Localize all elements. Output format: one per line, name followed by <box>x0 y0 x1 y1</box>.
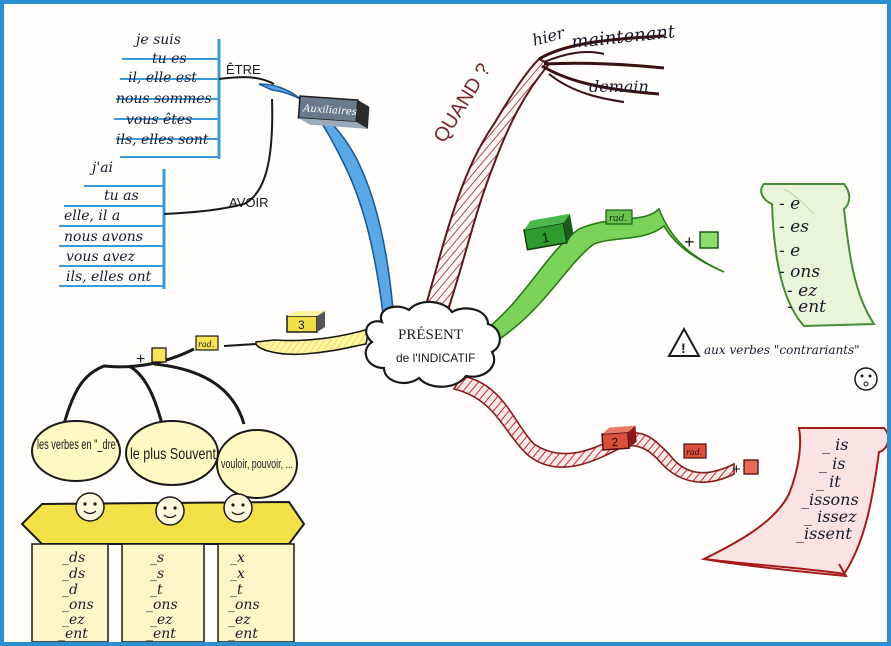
etre-form-6: ils, elles sont <box>116 132 209 148</box>
group1-ending-4: - ons <box>779 262 820 282</box>
group3-bubble-3-shape <box>216 429 298 499</box>
group3-col2-ending-1: _s <box>150 550 164 566</box>
group3-bubble-3-text: vouloir, pouvoir, ... <box>221 456 293 471</box>
group2-ending-1: _ is <box>822 435 848 454</box>
group3-col3-ending-4: _ons <box>228 597 260 613</box>
etre-branch: ÊTRE je suis tu es il, elle est nous som… <box>114 32 395 323</box>
group2-suffix-piece <box>743 459 759 475</box>
group3-column-2-panel <box>121 543 205 642</box>
svg-text:!: ! <box>681 340 686 356</box>
etre-form-3: il, elle est <box>128 70 197 86</box>
group1-branch: 1 rad. + - e - es - e - ons - ez - ent !… <box>472 183 878 391</box>
avoir-form-3: elle, il a <box>64 208 120 224</box>
avoir-form-2: tu as <box>104 188 139 204</box>
group3-col3-ending-6: _ent <box>228 626 258 642</box>
etre-form-2: tu es <box>152 51 187 67</box>
group3-col2-ending-3: _t <box>150 582 163 598</box>
group2-ending-6: _issent <box>796 524 852 543</box>
group3-number: 3 <box>298 318 305 332</box>
group3-plus: + <box>136 351 145 368</box>
center-node: PRÉSENT de l'INDICATIF <box>364 300 501 388</box>
group1-rad-tag: rad. <box>605 209 633 225</box>
group3-bubble-1: les verbes en "_dre" <box>37 436 119 452</box>
etre-form-5: vous êtes <box>126 112 192 128</box>
group2-number-box: 2 <box>601 425 637 451</box>
group2-ending-5: _ issez <box>804 507 857 526</box>
avoir-form-5: vous avez <box>66 249 136 265</box>
group3-branch: 3 rad. + les verbes en "_dre" le plus So… <box>20 311 371 642</box>
group3-col1-ending-5: _ez <box>62 612 85 628</box>
auxiliaires-label: Auxiliaires <box>302 103 358 118</box>
quand-item-demain: demain <box>589 77 649 96</box>
avoir-branch: AVOIR j'ai tu as elle, il a nous avons v… <box>59 98 274 289</box>
group2-ending-2: _ is <box>819 454 845 473</box>
group1-number-box: 1 <box>523 213 574 251</box>
group2-ending-4: _issons <box>801 490 859 509</box>
center-title: PRÉSENT <box>398 326 463 343</box>
group3-rad-tag: rad. <box>195 335 219 351</box>
group3-col3-ending-1: _x <box>230 550 245 566</box>
group3-column-1-panel <box>31 543 109 642</box>
group3-bubble-1-shape <box>31 420 121 482</box>
quand-item-hier: hier <box>530 23 568 50</box>
group3-col2-ending-4: _ons <box>146 597 178 613</box>
group2-rad: rad. <box>686 448 702 457</box>
warning-text: aux verbes "contrariants" <box>704 343 860 357</box>
etre-label: ÊTRE <box>226 62 261 77</box>
group1-ending-3: - e <box>779 241 800 261</box>
group1-ending-5: - ez <box>787 281 818 301</box>
group3-col3-ending-5: _ez <box>228 612 251 628</box>
group3-bubble-1-text: les verbes en "_dre" <box>37 436 119 452</box>
group1-ending-2: - es <box>779 217 809 237</box>
smiley-face-2-icon <box>155 496 185 526</box>
group1-number: 1 <box>540 229 551 246</box>
warning-icon <box>667 326 701 357</box>
group1-ending-1: - e <box>779 194 800 214</box>
group2-number: 2 <box>611 435 619 449</box>
etre-form-1: je suis <box>133 32 181 48</box>
avoir-form-4: nous avons <box>64 229 143 245</box>
worried-face-icon <box>854 367 878 391</box>
group2-ending-3: _ it <box>816 472 841 491</box>
group3-number-box: 3 <box>286 311 325 333</box>
group3-col2-ending-2: _s <box>150 566 164 582</box>
etre-form-4: nous sommes <box>116 91 212 107</box>
group3-col3-ending-2: _x <box>230 566 245 582</box>
group3-col2-ending-6: _ent <box>146 626 176 642</box>
auxiliaires-book: Auxiliaires <box>297 95 370 129</box>
group1-ending-6: - ent <box>787 297 826 317</box>
group3-bubble-2-text: le plus Souvent <box>130 446 216 463</box>
smiley-face-1-icon <box>75 492 105 522</box>
group2-rad-tag: rad. <box>683 443 707 459</box>
group3-column-3-panel <box>217 543 295 642</box>
group3-suffix-piece <box>151 347 167 363</box>
group3-col1-ending-1: _ds <box>62 550 85 566</box>
quand-item-maintenant: maintenant <box>570 21 677 53</box>
smiley-face-3-icon <box>223 493 253 523</box>
group3-col1-ending-4: _ons <box>62 597 94 613</box>
group3-col1-ending-6: _ent <box>58 626 88 642</box>
mind-map: QUAND ? hier maintenant demain ÊTRE je s… <box>20 21 887 642</box>
avoir-form-6: ils, elles ont <box>66 269 152 285</box>
group3-bubble-2: le plus Souvent <box>130 446 216 463</box>
center-subtitle: de l'INDICATIF <box>396 351 475 365</box>
group1-suffix-piece <box>699 231 719 249</box>
group1-rad: rad. <box>609 214 627 224</box>
group3-col3-ending-3: _t <box>230 582 243 598</box>
group3-col2-ending-5: _ez <box>150 612 173 628</box>
group1-plus: + <box>684 232 695 252</box>
avoir-label: AVOIR <box>229 195 269 210</box>
group2-branch: 2 rad. + _ is _ is _ it _issons _ issez … <box>452 375 887 578</box>
group2-plus: + <box>732 461 741 478</box>
group3-bubble-3: vouloir, pouvoir, ... <box>221 456 293 471</box>
group3-col1-ending-2: _ds <box>62 566 85 582</box>
group3-col1-ending-3: _d <box>62 582 78 598</box>
avoir-form-1: j'ai <box>89 160 113 176</box>
group3-rad: rad. <box>198 340 214 349</box>
quand-label: QUAND ? <box>430 60 496 147</box>
